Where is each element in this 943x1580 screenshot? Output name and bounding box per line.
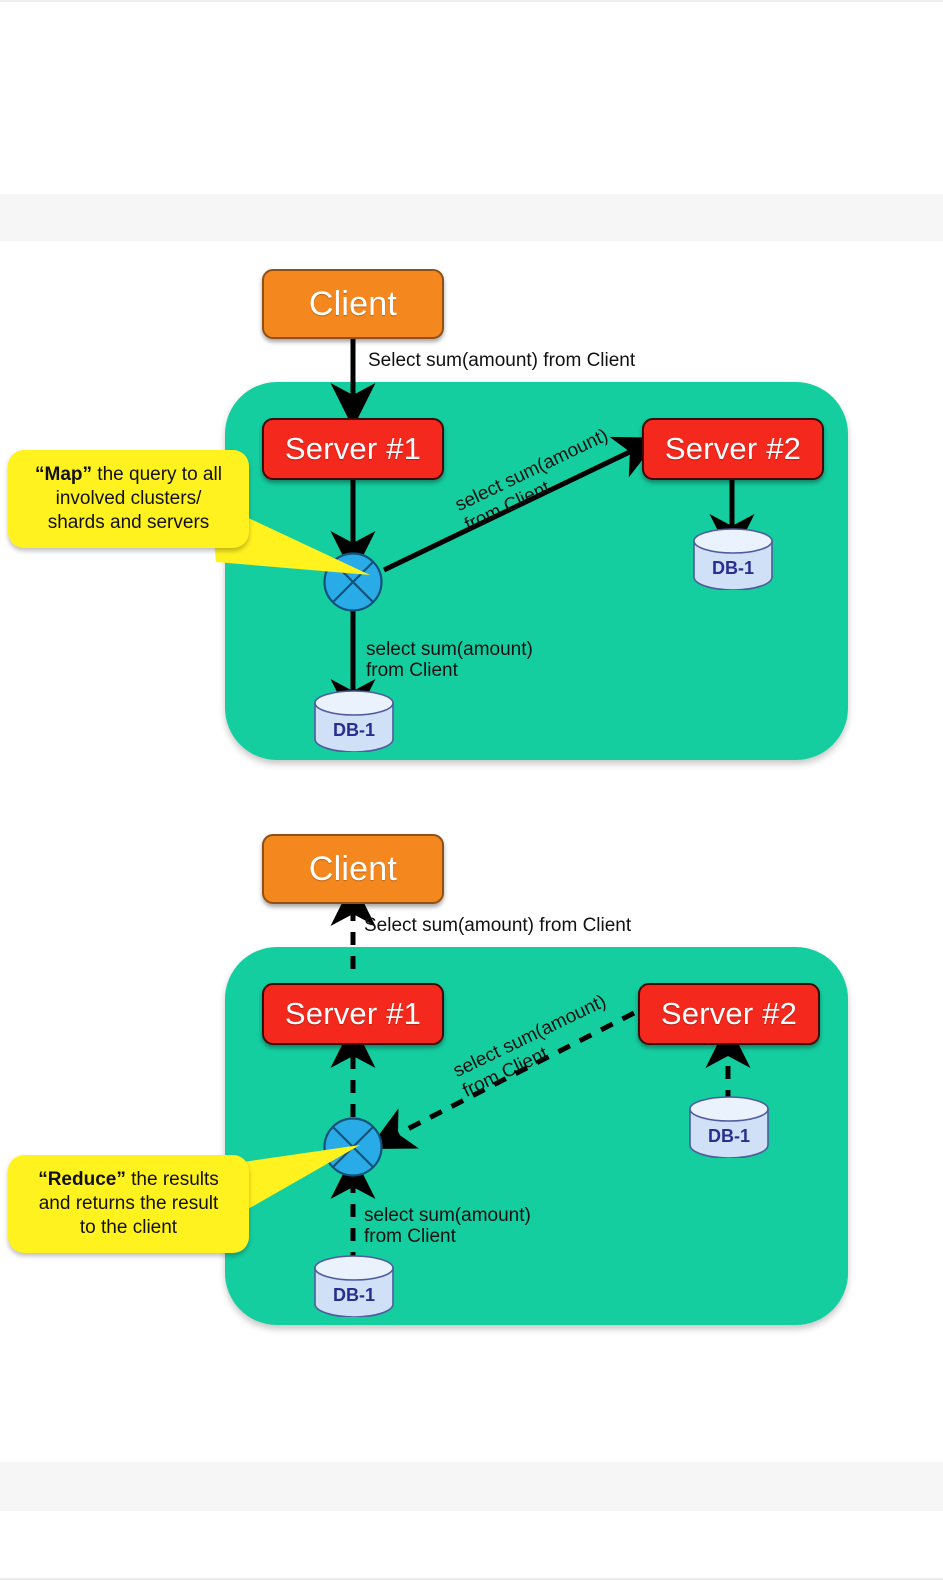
- callout-reduce-keyword: “Reduce”: [38, 1169, 126, 1190]
- db-remote-node-reduce[interactable]: DB-1: [688, 1096, 770, 1163]
- client-node-label: Client: [308, 284, 398, 323]
- edge-label-router-to-db-map: select sum(amount) from Client: [366, 639, 533, 682]
- server-2-label: Server #2: [664, 431, 802, 466]
- callout-map-keyword: “Map”: [35, 464, 93, 485]
- bottom-hairline: [0, 1578, 943, 1580]
- client-node-label: Client: [308, 849, 398, 888]
- arrow-layer-map: [330, 338, 755, 725]
- server-1-node-map[interactable]: Server #1: [262, 418, 444, 480]
- figure-reduce-phase: Client Select sum(amount) from Client Se…: [0, 565, 943, 1355]
- top-separator-band: [0, 194, 943, 241]
- figure-map-phase: Client Select sum(amount) from Client Se…: [8, 269, 848, 760]
- db-local-node-reduce[interactable]: DB-1: [313, 1255, 395, 1322]
- server-1-node-reduce[interactable]: Server #1: [262, 983, 444, 1045]
- bottom-separator-band: [0, 1462, 943, 1511]
- server-2-node-reduce[interactable]: Server #2: [638, 983, 820, 1045]
- client-node-reduce[interactable]: Client: [262, 834, 444, 904]
- server-2-label: Server #2: [660, 996, 798, 1031]
- client-node-map[interactable]: Client: [262, 269, 444, 339]
- edge-label-client-to-server1-map: Select sum(amount) from Client: [368, 350, 636, 371]
- callout-reduce: “Reduce” the results and returns the res…: [8, 1155, 249, 1254]
- database-cylinder-icon: [314, 1255, 394, 1318]
- server-1-label: Server #1: [284, 431, 422, 466]
- edge-label-db-to-router-reduce: select sum(amount) from Client: [364, 1205, 531, 1248]
- callout-map-text: the query to all involved clusters/ shar…: [47, 464, 222, 533]
- arrow-layer-reduce: [330, 880, 751, 1265]
- database-cylinder-icon: [693, 528, 773, 591]
- database-cylinder-icon: [689, 1096, 769, 1159]
- top-hairline: [0, 0, 943, 2]
- server-2-node-map[interactable]: Server #2: [642, 418, 824, 480]
- database-cylinder-icon: [314, 690, 394, 753]
- callout-tail-map: [210, 500, 370, 575]
- edge-label-server1-to-client-reduce: Select sum(amount) from Client: [364, 915, 632, 936]
- callout-map: “Map” the query to all involved clusters…: [8, 450, 249, 549]
- server-1-label: Server #1: [284, 996, 422, 1031]
- callout-reduce-text: the results and returns the result to th…: [38, 1169, 219, 1238]
